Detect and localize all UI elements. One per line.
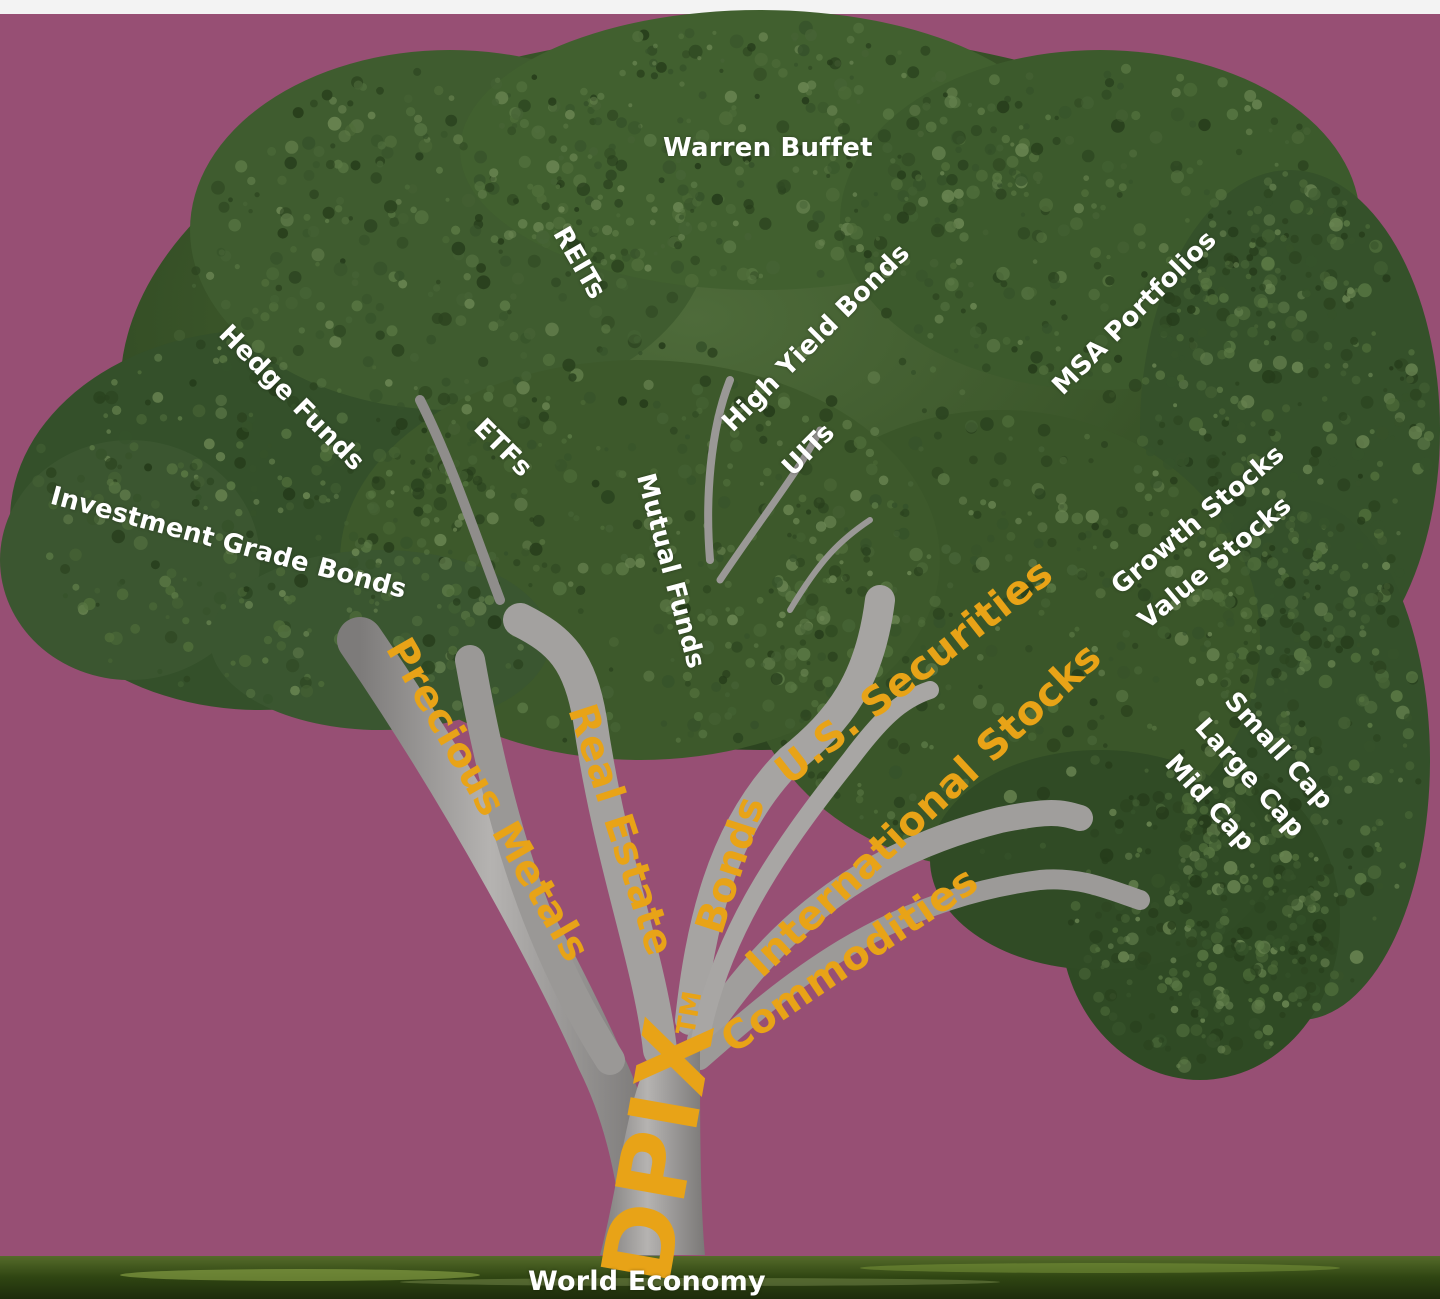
- tree-trunk: [337, 376, 1150, 1278]
- ground: [0, 1256, 1440, 1299]
- label-world-economy: World Economy: [528, 1266, 766, 1297]
- label-warren-buffet: Warren Buffet: [663, 133, 873, 163]
- top-strip: [0, 0, 1440, 14]
- label-trademark: TM: [671, 988, 709, 1038]
- leaf-texture: [32, 20, 1434, 1073]
